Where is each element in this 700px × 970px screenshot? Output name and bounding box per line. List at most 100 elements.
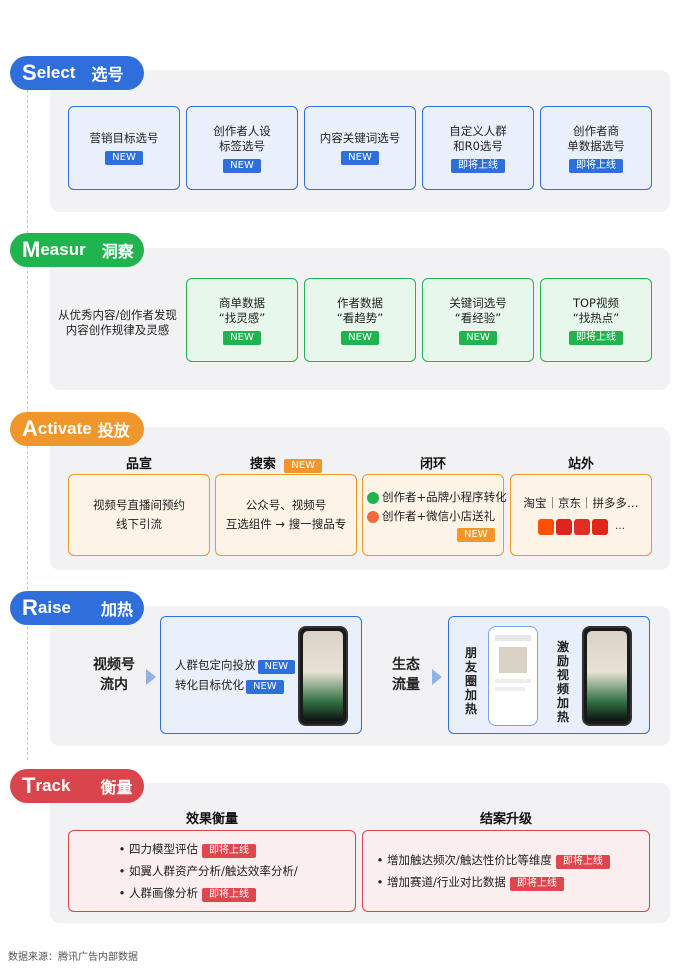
track-initial: T <box>22 773 35 799</box>
select-card-line1: 自定义人群 <box>449 124 507 139</box>
raise-item1-badge: NEW <box>258 660 296 674</box>
measur-card-line2: “找灵感” <box>219 311 265 326</box>
raise-right-label1: 生态 <box>386 655 426 675</box>
activate-header-search: 搜索 NEW <box>215 453 357 473</box>
loop-new-badge: NEW <box>457 528 495 542</box>
raise-left-label: 视频号 流内 <box>88 655 140 695</box>
activate-header-search-label: 搜索 <box>250 457 276 472</box>
select-card-line1: 创作者商 <box>573 124 619 139</box>
external-app-icons: … <box>537 519 625 535</box>
activate-brand-line1: 视频号直播间预约 <box>93 496 185 515</box>
bullet-dot: • <box>373 871 387 893</box>
measur-card-badge: NEW <box>341 331 379 345</box>
select-card-line2: 标签选号 <box>219 139 265 154</box>
measur-desc-line1: 从优秀内容/创作者发现 <box>55 308 180 323</box>
select-card-line1: 营销目标选号 <box>90 131 159 146</box>
channels-phone-screenshot <box>298 626 348 726</box>
activate-header-brand: 品宣 <box>68 453 210 472</box>
activate-card-external: 淘宝｜京东｜拼多多… … <box>510 474 652 556</box>
select-card-4: 创作者商单数据选号即将上线 <box>540 106 652 190</box>
raise-item2-text: 转化目标优化 <box>175 678 244 692</box>
pinduoduo-icon <box>574 519 590 535</box>
tmall-icon <box>556 519 572 535</box>
track-bullet-item: •人群画像分析即将上线 <box>115 882 256 904</box>
raise-initial: R <box>22 595 38 621</box>
select-card-badge: 即将上线 <box>569 159 623 173</box>
bullet-dot: • <box>373 849 387 871</box>
track-bullet-text: 如翼人群资产分析/触达效率分析/ <box>129 864 298 878</box>
bullet-dot: • <box>115 882 129 904</box>
miniprogram-icon <box>367 492 379 504</box>
taobao-icon <box>538 519 554 535</box>
external-platforms: 淘宝｜京东｜拼多多… <box>524 496 639 511</box>
raise-right-label2: 流量 <box>386 675 426 695</box>
raise-item1-text: 人群包定向投放 <box>175 658 256 672</box>
track-bullet-item: •增加赛道/行业对比数据即将上线 <box>373 871 564 893</box>
measur-cn: 洞察 <box>102 238 134 262</box>
activate-search-line2: 互选组件 → 搜一搜品专 <box>226 515 346 534</box>
measur-card-line2: “找热点” <box>573 311 619 326</box>
select-card-badge: 即将上线 <box>451 159 505 173</box>
select-card-line1: 创作者人设 <box>213 124 271 139</box>
activate-card-brand: 视频号直播间预约 线下引流 <box>68 474 210 556</box>
track-bullet-text: 增加赛道/行业对比数据 <box>387 875 506 889</box>
raise-cn: 加热 <box>101 596 133 620</box>
track-bullet-text: 四力模型评估 <box>129 842 198 856</box>
incentive-video-label: 激励视频加热 <box>556 640 570 724</box>
select-cn: 选号 <box>91 61 123 85</box>
bullet-dot: • <box>115 838 129 860</box>
track-header-effect: 效果衡量 <box>68 808 356 827</box>
track-bullet-item: •如翼人群资产分析/触达效率分析/ <box>115 860 298 882</box>
activate-card-search: 公众号、视频号 互选组件 → 搜一搜品专 <box>215 474 357 556</box>
select-card-line2: 和R0选号 <box>453 139 503 154</box>
raise-right-label: 生态 流量 <box>386 655 426 695</box>
moments-phone-screenshot <box>488 626 538 726</box>
track-bullet-item: •四力模型评估即将上线 <box>115 838 256 860</box>
measur-card-badge: 即将上线 <box>569 331 623 345</box>
measur-description: 从优秀内容/创作者发现 内容创作规律及灵感 <box>55 308 180 338</box>
measur-word: easur <box>40 240 85 260</box>
select-card-badge: NEW <box>223 159 261 173</box>
track-effect-card: •四力模型评估即将上线•如翼人群资产分析/触达效率分析/•人群画像分析即将上线 <box>68 830 356 912</box>
measur-desc-line2: 内容创作规律及灵感 <box>55 323 180 338</box>
track-bullet-badge: 即将上线 <box>202 844 256 858</box>
activate-card-loop: 创作者+品牌小程序转化 创作者+微信小店送礼 NEW <box>362 474 504 556</box>
measur-card-badge: NEW <box>223 331 261 345</box>
activate-brand-line2: 线下引流 <box>116 515 162 534</box>
track-bullet-badge: 即将上线 <box>556 855 610 869</box>
track-bullet-badge: 即将上线 <box>202 888 256 902</box>
measur-card-line1: TOP视频 <box>573 296 619 311</box>
footer-source: 数据来源：腾讯广告内部数据 <box>8 948 138 963</box>
track-bullet-badge: 即将上线 <box>510 877 564 891</box>
search-new-badge: NEW <box>284 459 322 473</box>
select-card-1: 创作者人设标签选号 NEW <box>186 106 298 190</box>
loop-row-1: 创作者+品牌小程序转化 <box>367 488 507 507</box>
track-cn: 衡量 <box>100 774 132 798</box>
activate-search-line1: 公众号、视频号 <box>246 496 327 515</box>
raise-left-label1: 视频号 <box>88 655 140 675</box>
track-bullet-text: 增加触达频次/触达性价比等维度 <box>387 853 552 867</box>
raise-left-arrow <box>146 669 156 685</box>
activate-header-external: 站外 <box>510 453 652 472</box>
bullet-dot: • <box>115 860 129 882</box>
activate-word: ctivate <box>38 419 92 439</box>
measur-card-line1: 关键词选号 <box>449 296 507 311</box>
track-bullet-text: 人群画像分析 <box>129 886 198 900</box>
track-word: rack <box>35 776 70 796</box>
measur-card-2: 关键词选号“看经验”NEW <box>422 278 534 362</box>
loop-line1: 创作者+品牌小程序转化 <box>382 488 507 507</box>
measur-card-line1: 商单数据 <box>219 296 265 311</box>
track-header-upgrade: 结案升级 <box>362 808 650 827</box>
activate-header-loop: 闭环 <box>362 453 504 472</box>
select-card-3: 自定义人群和R0选号即将上线 <box>422 106 534 190</box>
measur-card-3: TOP视频“找热点” 即将上线 <box>540 278 652 362</box>
measur-card-line2: “看趋势” <box>337 311 383 326</box>
select-initial: S <box>22 60 37 86</box>
